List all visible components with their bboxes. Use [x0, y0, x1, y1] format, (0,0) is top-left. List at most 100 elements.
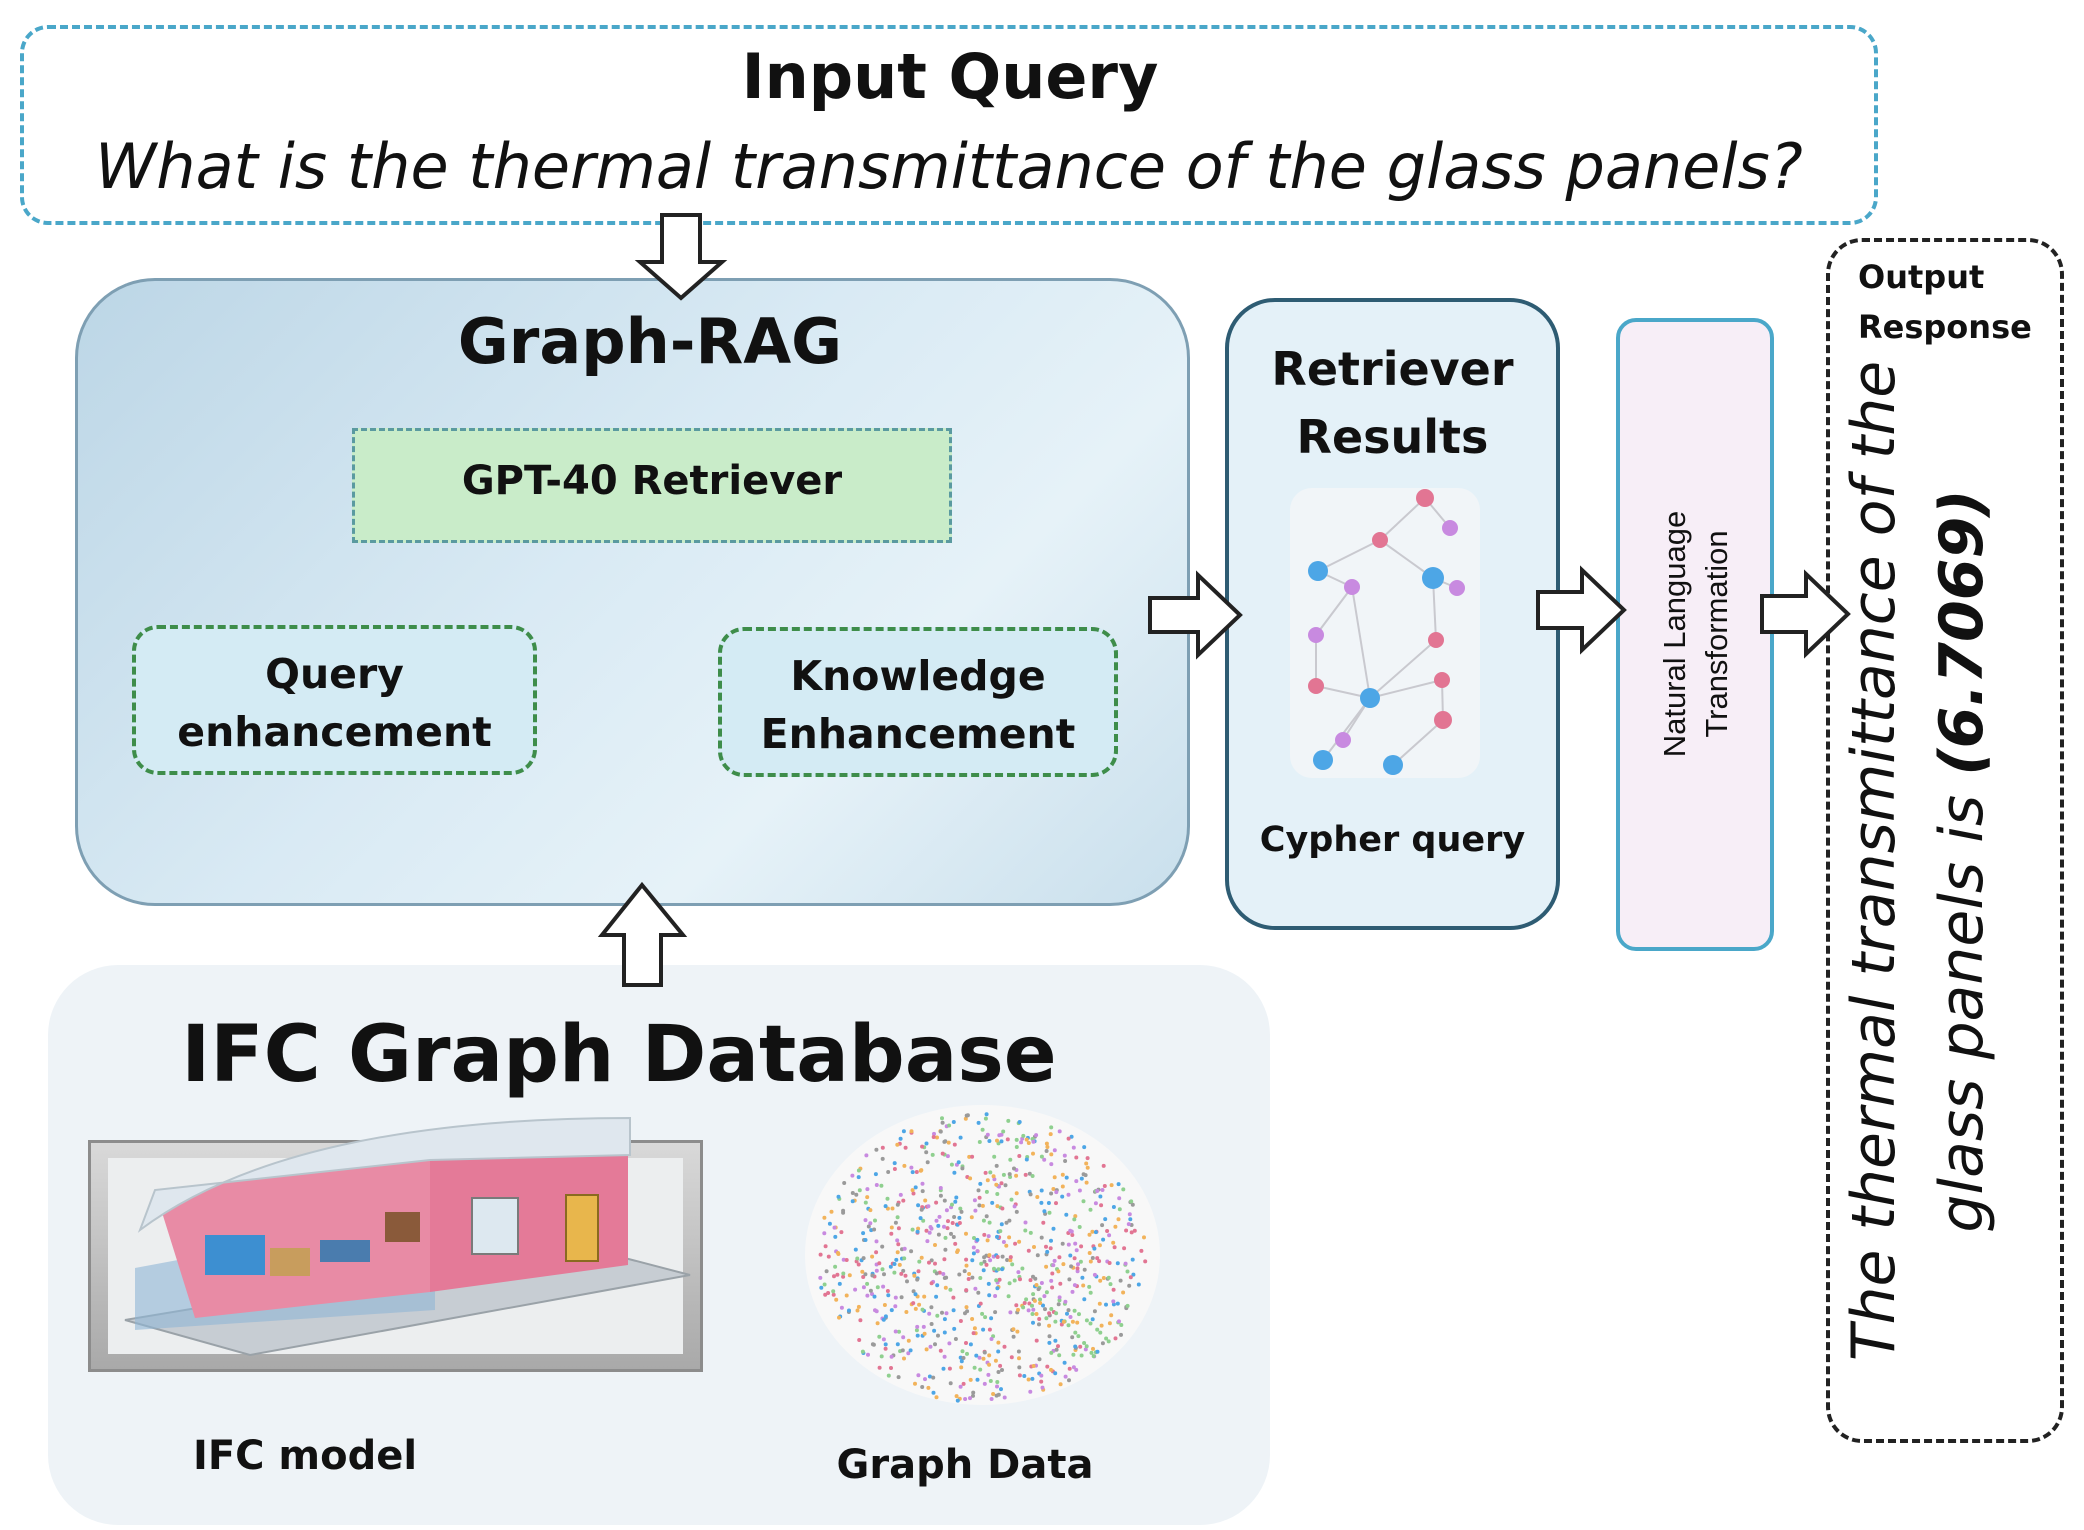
graph-data-point [1017, 1356, 1021, 1361]
graph-data-point [827, 1221, 832, 1226]
graph-data-point [901, 1198, 906, 1203]
graph-data-point [1098, 1194, 1103, 1199]
graph-data-point [868, 1208, 873, 1213]
graph-data-point [949, 1162, 954, 1167]
graph-data-point [1000, 1206, 1005, 1211]
graph-data-point [893, 1329, 898, 1334]
graph-data-point [879, 1183, 884, 1188]
graph-data-point [929, 1305, 934, 1310]
graph-data-point [1057, 1295, 1062, 1300]
graph-data-point [831, 1292, 836, 1297]
graph-data-point [958, 1384, 963, 1389]
graph-data-point [922, 1294, 927, 1299]
graph-data-point [1111, 1287, 1116, 1292]
graph-data-point [1076, 1262, 1080, 1267]
graph-data-point [1139, 1248, 1144, 1253]
graph-data-point [853, 1247, 858, 1252]
graph-data-point [972, 1198, 977, 1203]
graph-data-point [822, 1215, 827, 1220]
graph-data-point [987, 1327, 992, 1332]
gpt-retriever-label: GPT-40 Retriever [461, 458, 843, 504]
graph-data-point [942, 1139, 947, 1144]
graph-data-point [1073, 1241, 1078, 1246]
graph-data-point [1014, 1137, 1019, 1142]
graph-data-point [977, 1140, 982, 1144]
graph-data-point [850, 1173, 855, 1178]
graph-data-point [960, 1349, 965, 1354]
graph-data-point [861, 1275, 866, 1279]
graph-data-point [1115, 1261, 1120, 1266]
graph-data-point [942, 1224, 946, 1229]
graph-data-point [1084, 1180, 1089, 1185]
graph-data-point [866, 1224, 871, 1229]
graph-data-point [1066, 1323, 1071, 1328]
graph-data-point [956, 1160, 961, 1165]
graph-data-point [1009, 1197, 1014, 1202]
graph-data-point [890, 1206, 895, 1211]
graph-data-point [1071, 1145, 1076, 1150]
graph-data-point [1010, 1262, 1015, 1267]
graph-data-point [885, 1196, 890, 1201]
graph-data-point [945, 1226, 950, 1231]
graph-data-point [1056, 1302, 1061, 1307]
graph-data-point [1049, 1152, 1054, 1157]
graph-data-point [863, 1218, 868, 1223]
graph-data-point [1038, 1297, 1042, 1302]
graph-data-point [911, 1191, 916, 1196]
graph-data-point [996, 1392, 1001, 1397]
graph-data-point [1007, 1235, 1012, 1240]
graph-data-point [1115, 1301, 1120, 1306]
graph-data-point [983, 1315, 988, 1320]
graph-data-point [1031, 1307, 1036, 1312]
graph-data-point [875, 1285, 880, 1290]
ifc-database-title: IFC Graph Database [181, 1010, 1057, 1100]
graph-data-point [926, 1204, 931, 1209]
graph-data-point [969, 1215, 974, 1220]
graph-data-point [925, 1160, 930, 1165]
graph-data-point [824, 1269, 829, 1274]
graph-data-point [870, 1292, 874, 1296]
graph-data-point [1080, 1275, 1085, 1280]
graph-data-point [971, 1251, 976, 1256]
graph-data-point [951, 1120, 956, 1124]
graph-data-point [1097, 1259, 1102, 1264]
query-enhancement-label: Query enhancement [177, 650, 492, 756]
graph-data-point [826, 1291, 831, 1295]
graph-data-point [1095, 1256, 1100, 1261]
graph-data-point [1127, 1283, 1132, 1288]
graph-data-point [1007, 1281, 1012, 1286]
graph-data-point [970, 1317, 975, 1321]
graph-data-point [855, 1256, 860, 1261]
graph-data-point [963, 1397, 968, 1401]
graph-data-cloud [805, 1105, 1160, 1405]
graph-data-point [1017, 1120, 1022, 1124]
graph-data-point [875, 1321, 880, 1326]
graph-data-point [1091, 1354, 1096, 1359]
graph-data-point [964, 1257, 969, 1262]
graph-data-point [972, 1326, 977, 1331]
graph-data-point [995, 1234, 999, 1239]
graph-data-point [1008, 1310, 1013, 1315]
graph-data-point [957, 1215, 962, 1220]
graph-data-point [892, 1270, 897, 1275]
graph-data-point [1039, 1281, 1044, 1285]
graph-data-point [865, 1187, 870, 1192]
graph-data-point [1106, 1275, 1111, 1280]
graph-data-point [842, 1181, 847, 1185]
graph-data-point [931, 1390, 936, 1395]
graph-data-point [863, 1200, 868, 1205]
graph-data-point [1051, 1187, 1056, 1191]
graph-data-point [1070, 1335, 1075, 1340]
input-query-question: What is the thermal transmittance of the… [95, 130, 1803, 203]
graph-data-point [951, 1295, 956, 1300]
graph-data-point [993, 1310, 998, 1315]
graph-data-point [1049, 1191, 1054, 1196]
graph-data-point [1049, 1367, 1053, 1372]
graph-data-point [1056, 1269, 1061, 1274]
graph-data-point [1042, 1294, 1047, 1299]
graph-data-point [1072, 1256, 1077, 1261]
graph-data-point [1112, 1245, 1117, 1250]
graph-data-point [976, 1120, 981, 1125]
graph-data-point [941, 1272, 946, 1276]
graph-data-point [917, 1302, 922, 1307]
